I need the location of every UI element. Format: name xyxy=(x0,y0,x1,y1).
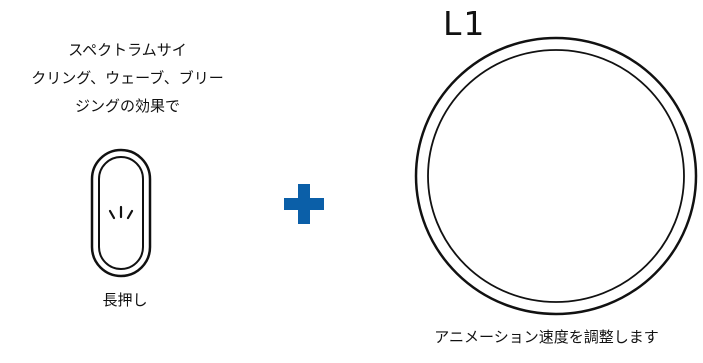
instruction-line-2: クリング、ウェーブ、ブリー xyxy=(31,69,224,87)
rotary-knob-icon xyxy=(412,34,700,318)
long-press-label: 長押し xyxy=(102,291,148,309)
instruction-line-1: スペクトラムサイ xyxy=(68,41,187,59)
press-button-icon xyxy=(90,148,152,278)
knob-label: L1 xyxy=(443,4,487,43)
plus-icon xyxy=(284,184,324,224)
animation-speed-caption: アニメーション速度を調整します xyxy=(434,328,659,346)
instruction-line-3: ジングの効果で xyxy=(74,97,180,115)
effect-instruction: スペクトラムサイ クリング、ウェーブ、ブリー ジングの効果で xyxy=(0,36,255,120)
